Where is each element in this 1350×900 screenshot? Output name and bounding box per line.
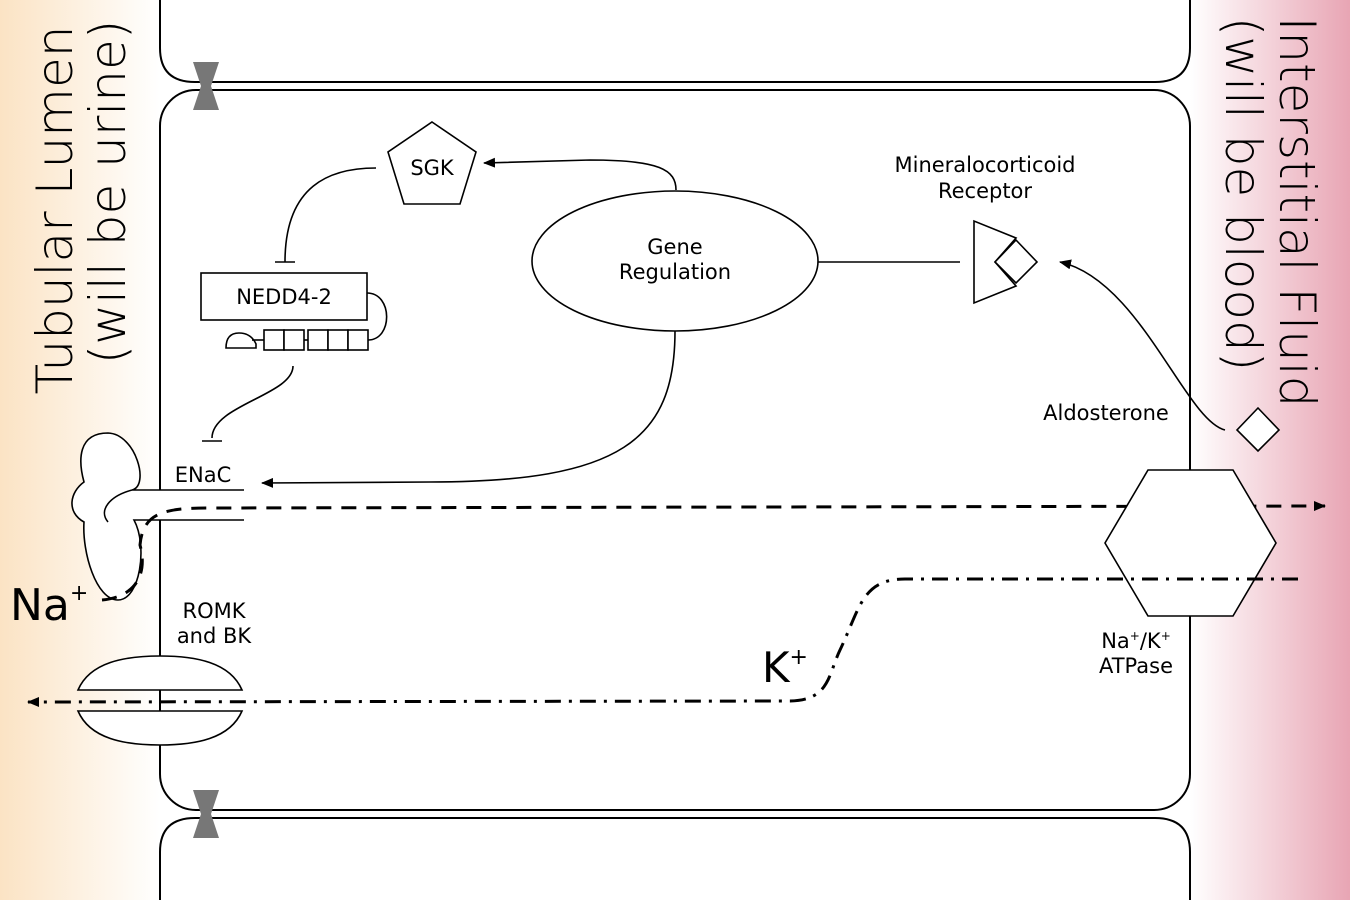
sodium-ion-charge: + xyxy=(70,581,88,606)
sgk-label: SGK xyxy=(410,156,455,180)
aldosterone-label: Aldosterone xyxy=(1043,401,1169,425)
sodium-pathway xyxy=(101,501,1326,602)
ww-domain-5 xyxy=(347,329,369,351)
romk-label-line2: and BK xyxy=(177,624,253,648)
gene-regulation-label-line2: Regulation xyxy=(619,260,731,284)
ww-domain-4 xyxy=(327,329,349,351)
arrow-gene-to-enac xyxy=(261,330,676,488)
interstitial-region xyxy=(1190,0,1350,900)
upper-cell xyxy=(159,0,1191,83)
ww-domain-3 xyxy=(307,329,329,351)
potassium-ion-label: K+ xyxy=(762,643,808,692)
gene-regulation-label-line1: Gene xyxy=(647,235,702,259)
na-k-atpase-label-line1: Na+/K+ xyxy=(1101,629,1171,653)
nedd4-2-hect-domain xyxy=(225,332,257,349)
potassium-pathway xyxy=(27,577,1298,707)
potassium-ion-charge: + xyxy=(790,645,808,670)
interstitial-title: Interstitial Fluid xyxy=(1268,17,1326,408)
potassium-ion-symbol: K xyxy=(762,643,791,692)
enac-shape xyxy=(71,432,244,601)
inhibit-sgk-to-nedd xyxy=(284,167,377,263)
romk-label-line1: ROMK xyxy=(182,599,246,623)
na-k-atpase-label-line2: ATPase xyxy=(1099,654,1173,678)
sgk-shape xyxy=(387,121,477,205)
receptor-bound-ligand xyxy=(993,238,1039,285)
enac-subunit-fold xyxy=(103,489,133,523)
atpase-na-symbol: Na xyxy=(1101,629,1130,653)
arrow-aldosterone-to-receptor xyxy=(1059,259,1226,431)
atpase-na-charge: + xyxy=(1130,629,1140,643)
sodium-ion-symbol: Na xyxy=(10,580,70,631)
lower-cell xyxy=(159,817,1191,900)
tight-junction-bottom xyxy=(193,790,219,838)
main-cell xyxy=(159,89,1191,811)
ww-domain-2 xyxy=(283,329,305,351)
lumen-title: Tubular Lumen xyxy=(26,26,84,395)
interstitial-subtitle: (will be blood) xyxy=(1214,17,1272,371)
sodium-ion-label: Na+ xyxy=(10,580,88,631)
nedd4-2-label: NEDD4-2 xyxy=(236,285,332,309)
atpase-k-symbol: /K xyxy=(1140,629,1162,653)
ww-domain-1 xyxy=(263,329,285,351)
nedd4-2-loop xyxy=(366,292,388,341)
mr-label-line2: Receptor xyxy=(938,179,1032,203)
arrow-gene-to-sgk xyxy=(483,157,677,191)
romk-bk-channel-top xyxy=(76,655,244,691)
nedd4-2-box xyxy=(200,272,368,321)
romk-bk-channel-bottom xyxy=(76,710,244,746)
enac-label: ENaC xyxy=(175,463,232,487)
tight-junction-top xyxy=(193,62,219,110)
inhibit-nedd-to-enac xyxy=(211,365,294,439)
atpase-k-charge: + xyxy=(1161,629,1171,643)
aldosterone-shape xyxy=(1235,406,1281,453)
lumen-subtitle: (will be urine) xyxy=(79,20,137,364)
mr-label-line1: Mineralocorticoid xyxy=(894,153,1075,177)
